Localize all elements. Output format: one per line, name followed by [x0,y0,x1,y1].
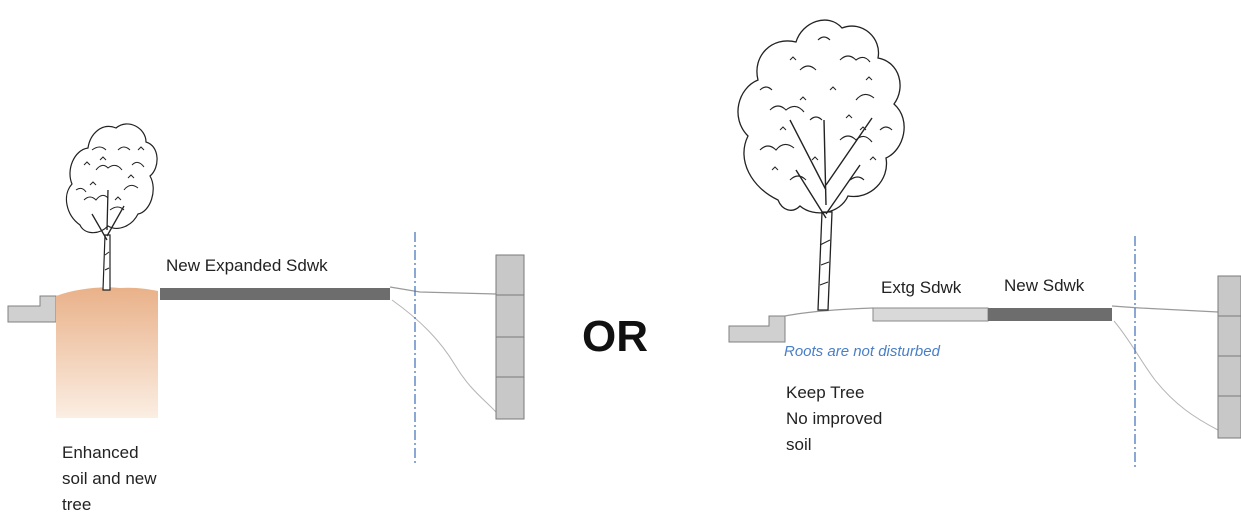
keep-tree-note: Keep Tree No improved soil [786,383,883,454]
existing-tree-icon [737,19,905,311]
or-separator: OR [582,312,648,361]
left-ground-line [389,286,497,295]
new-expanded-sidewalk-label: New Expanded Sdwk [166,256,328,275]
new-sidewalk [988,308,1112,321]
right-ground-under-tree [784,307,874,317]
existing-sidewalk-label: Extg Sdwk [881,278,962,297]
right-curb [728,315,786,343]
left-slope-line [391,299,497,413]
new-sidewalk-label: New Sdwk [1004,276,1085,295]
new-expanded-sidewalk [160,288,390,300]
new-tree-icon [65,123,158,291]
left-curb [7,295,57,323]
right-section [728,19,1241,470]
roots-not-disturbed-note: Roots are not disturbed [784,343,940,360]
existing-sidewalk [872,307,989,322]
left-section [7,123,525,465]
right-ground-line [1111,305,1219,313]
left-retaining-wall [495,254,525,420]
enhanced-soil-note: Enhanced soil and new tree [62,443,157,514]
right-slope-line [1113,320,1219,431]
right-retaining-wall [1217,275,1241,439]
enhanced-soil-area [56,287,158,418]
